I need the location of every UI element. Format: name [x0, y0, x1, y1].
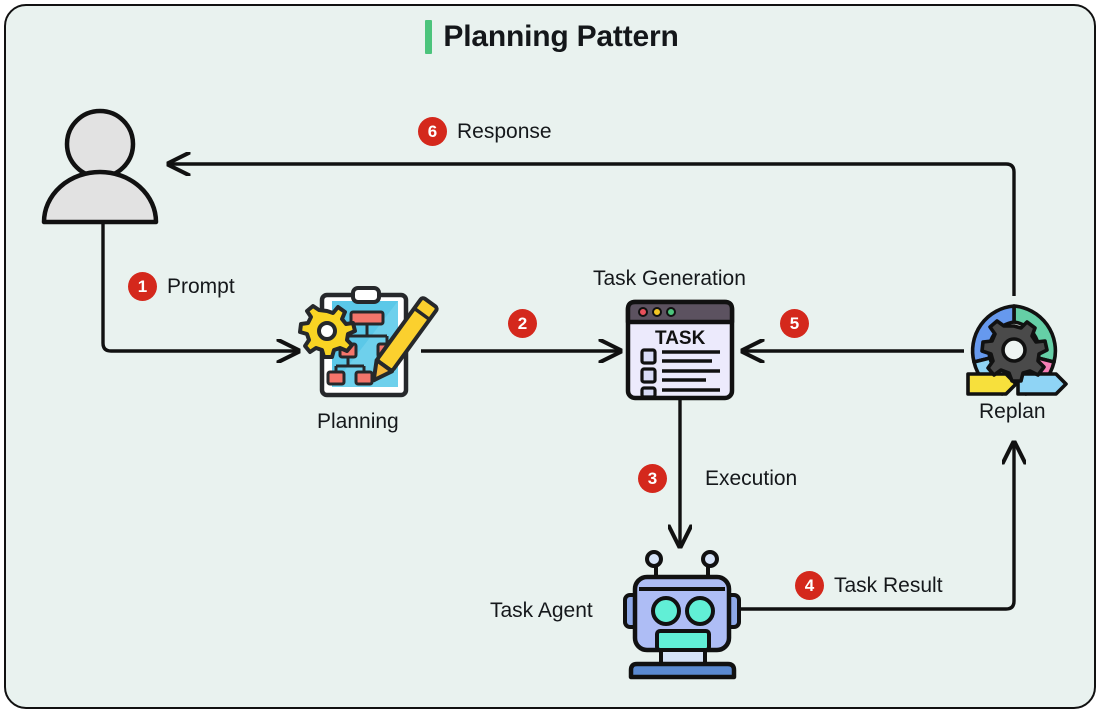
- step-badge-2: 2: [508, 309, 537, 338]
- step-6-response: 6 Response: [418, 117, 552, 146]
- task-window-icon: TASK: [625, 299, 735, 401]
- step-badge-4: 4: [795, 571, 824, 600]
- user-avatar-icon: [41, 108, 159, 225]
- step-label-response: Response: [457, 119, 552, 143]
- title-accent-bar: [425, 20, 433, 54]
- step-2: 2: [508, 309, 547, 338]
- arrow-prompt: [101, 224, 298, 351]
- step-label-prompt: Prompt: [167, 274, 235, 298]
- step-label-task-result: Task Result: [834, 573, 943, 597]
- robot-icon: [623, 550, 741, 680]
- node-label-task-agent: Task Agent: [490, 599, 593, 622]
- step-label-execution: Execution: [705, 466, 798, 490]
- step-badge-6: 6: [418, 117, 447, 146]
- step-1-prompt: 1 Prompt: [128, 272, 235, 301]
- planning-clipboard-icon: [298, 286, 439, 398]
- step-badge-3: 3: [638, 464, 667, 493]
- page-title-text: Planning Pattern: [443, 20, 679, 53]
- step-5: 5: [780, 309, 819, 338]
- step-3-execution: 3 Execution: [638, 464, 797, 493]
- step-4-task-result: 4 Task Result: [795, 571, 943, 600]
- page-title: Planning Pattern: [6, 20, 1094, 54]
- diagram-canvas: TASK: [41, 108, 1068, 680]
- node-label-planning: Planning: [317, 410, 399, 433]
- arrow-task-result: [731, 443, 1014, 611]
- step-badge-1: 1: [128, 272, 157, 301]
- node-label-replan: Replan: [979, 400, 1046, 423]
- arrow-response: [169, 164, 1016, 296]
- replan-cycle-gear-icon: [966, 304, 1068, 396]
- task-window-heading: TASK: [655, 328, 706, 349]
- diagram-card: Planning Pattern: [4, 4, 1096, 709]
- node-label-task-generation: Task Generation: [593, 267, 746, 290]
- step-badge-5: 5: [780, 309, 809, 338]
